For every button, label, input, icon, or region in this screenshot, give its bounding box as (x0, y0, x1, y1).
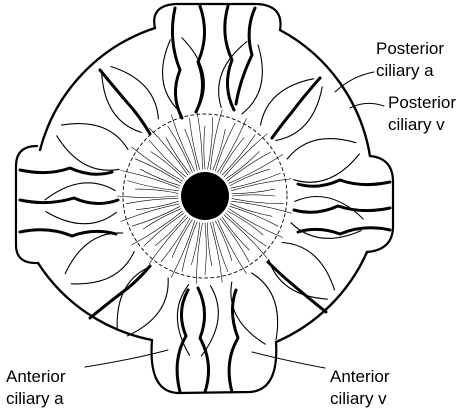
radial-vessel (231, 173, 281, 188)
radial-vessel (231, 204, 272, 217)
radial-vessel (171, 115, 194, 171)
posterior-ciliary-artery-leader (335, 72, 374, 92)
anterior-ciliary-vein-line2: ciliary v (330, 389, 387, 408)
episcleral-vessel (276, 87, 322, 140)
episcleral-vessel (127, 278, 168, 336)
radial-vessel (172, 220, 192, 258)
radial-vessel (121, 171, 179, 189)
episcleral-vessel (46, 212, 117, 224)
radial-vessel (208, 223, 212, 266)
posterior-ciliary-vein-line2: ciliary v (388, 115, 445, 134)
radial-vessel (135, 159, 181, 184)
episcleral-vessel (71, 252, 134, 284)
radial-vessel (208, 117, 213, 169)
vessel-trunk (272, 78, 320, 138)
vessel-trunk (198, 288, 209, 392)
pupil (181, 172, 229, 220)
radial-vessel (218, 118, 247, 172)
vessel-trunk (268, 262, 326, 312)
episcleral-vessel (102, 74, 142, 133)
anterior-ciliary-artery-line1: Anterior (6, 367, 66, 386)
posterior-ciliary-artery-label: Posterior ciliary a (376, 39, 449, 80)
right-muscle-tab (367, 156, 393, 252)
episcleral-vessel (252, 273, 278, 339)
vessel-trunk (236, 8, 255, 104)
radial-vessel (232, 189, 275, 193)
radial-vessel (226, 213, 266, 246)
radial-vessel (204, 126, 205, 169)
episcleral-vessel (45, 183, 115, 200)
episcleral-vessel (117, 267, 149, 330)
vessel-trunk (20, 198, 118, 204)
vessel-trunk (298, 228, 390, 234)
radial-vessel (229, 209, 283, 238)
episcleral-vessel (287, 139, 356, 159)
anterior-ciliary-vein-line1: Anterior (330, 367, 390, 386)
vessel-trunk (298, 180, 390, 186)
vessel-trunk (172, 8, 182, 118)
radial-vessel (182, 222, 197, 272)
vessel-trunk (225, 6, 234, 110)
episcleral-vessel (65, 233, 123, 274)
episcleral-vessel (294, 154, 360, 182)
anterior-ciliary-artery-leader (85, 350, 168, 367)
radial-vessel (232, 199, 284, 204)
posterior-ciliary-artery-line2: ciliary a (376, 61, 434, 80)
radial-vessel (171, 221, 194, 277)
radial-vessel (126, 199, 178, 204)
radial-vessel (222, 217, 249, 250)
radial-vessel (232, 195, 275, 196)
left-muscle-tab (16, 146, 38, 263)
radial-vessel (213, 222, 228, 272)
episcleral-vessel (57, 136, 119, 170)
posterior-ciliary-vein-line1: Posterior (388, 93, 456, 112)
anterior-ciliary-vein-leader (252, 352, 325, 368)
episcleral-vessel (177, 285, 189, 356)
radial-vessel (121, 204, 179, 222)
vessel-trunk (20, 230, 116, 236)
episcleral-vessel (295, 197, 364, 220)
radial-vessel (117, 196, 178, 197)
radial-vessel (168, 126, 193, 172)
radial-vessel (149, 140, 186, 177)
vessel-trunk (294, 206, 390, 212)
anterior-ciliary-artery-line2: ciliary a (6, 389, 64, 408)
radial-vessel (205, 223, 206, 275)
posterior-ciliary-artery-line1: Posterior (376, 39, 444, 58)
radial-vessel (144, 213, 184, 246)
episcleral-vessel (269, 260, 328, 300)
inferior-muscle-tab (152, 340, 277, 393)
radial-vessel (140, 169, 180, 186)
posterior-ciliary-vein-label: Posterior ciliary v (388, 93, 461, 134)
anterior-ciliary-vein-label: Anterior ciliary v (330, 367, 394, 408)
radial-vessel (213, 129, 226, 170)
episcleral-vessel (62, 124, 128, 150)
vessel-trunk (229, 290, 238, 392)
radial-vessel (196, 223, 202, 284)
vessel-trunk (90, 266, 150, 318)
anterior-ciliary-artery-label: Anterior ciliary a (6, 367, 70, 408)
radial-vessel (191, 223, 199, 265)
radial-vessel (190, 119, 200, 170)
radial-vessel (132, 147, 183, 181)
radial-vessel (156, 215, 186, 245)
radial-vessel (222, 135, 255, 175)
radial-vessel (226, 152, 259, 179)
